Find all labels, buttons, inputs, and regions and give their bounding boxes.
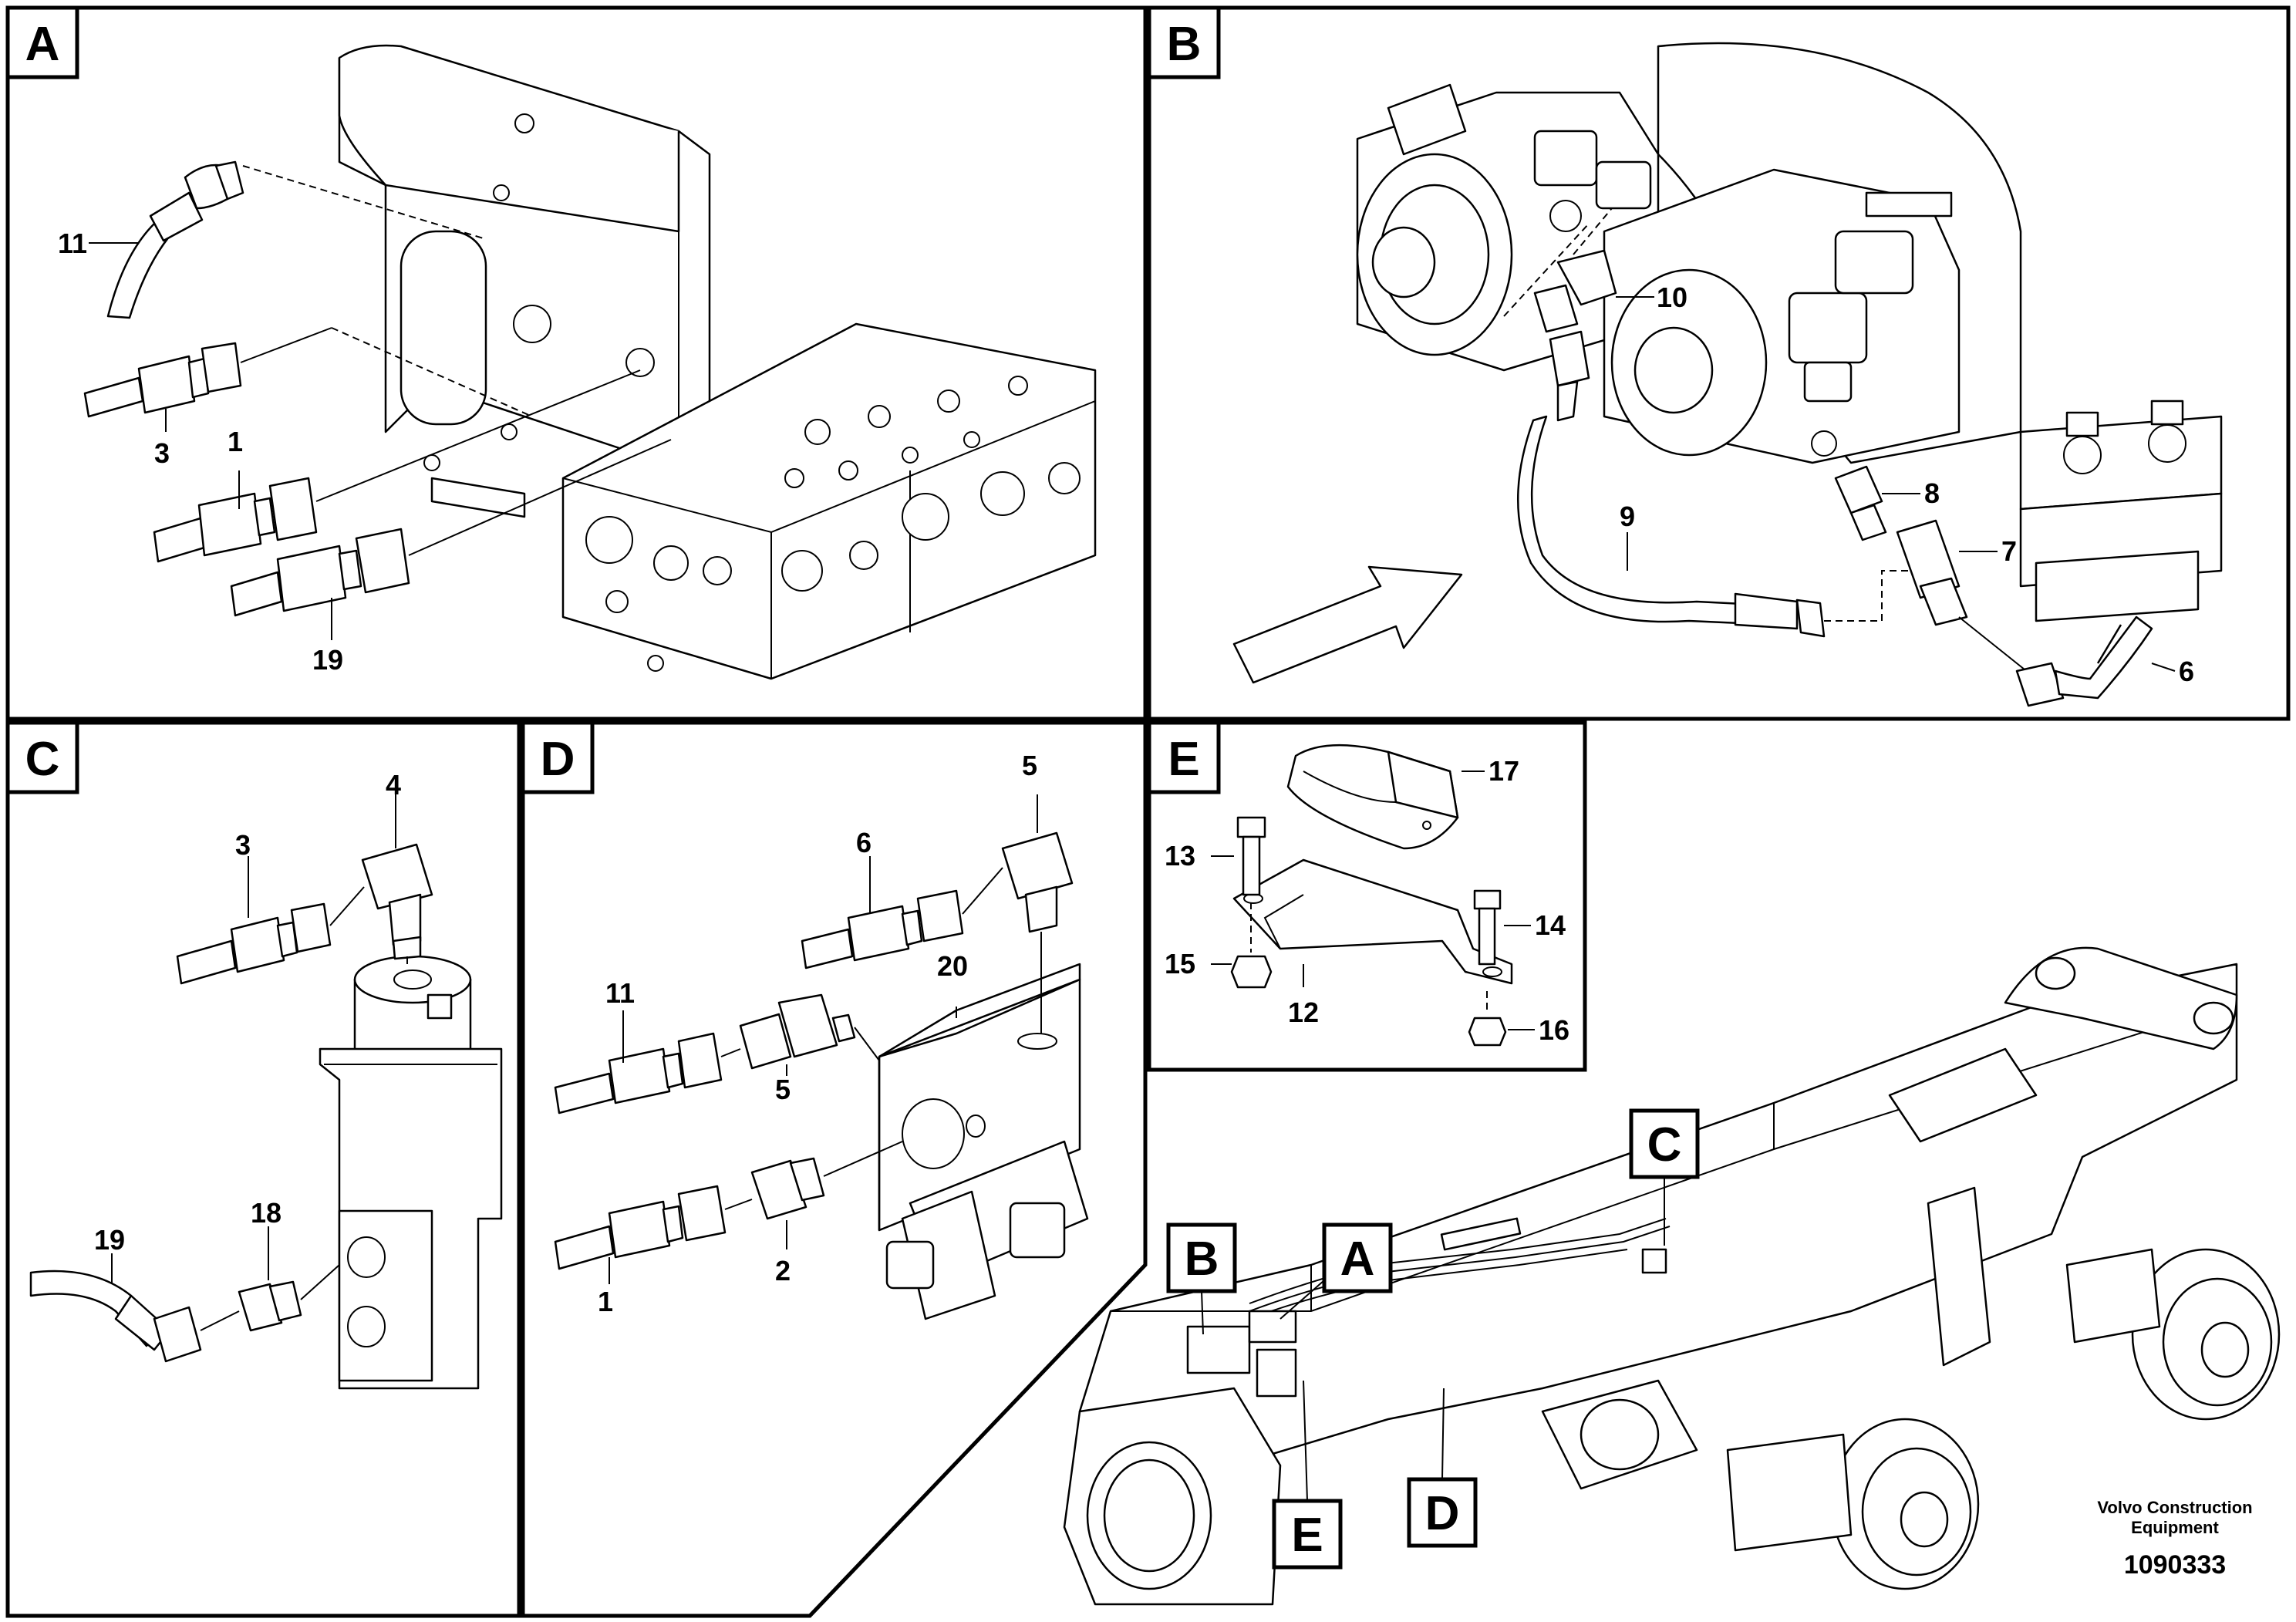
callout-3: 3 bbox=[235, 829, 251, 861]
fitting-8 bbox=[1834, 465, 1920, 541]
document-number: 1090333 bbox=[2124, 1550, 2226, 1580]
fitting-18 bbox=[200, 1226, 340, 1332]
elbow-fitting-4 bbox=[361, 794, 433, 964]
fitting-7 bbox=[1896, 519, 1998, 626]
rear-differential bbox=[1541, 1379, 1698, 1490]
bolt-14 bbox=[1473, 889, 1531, 966]
panel-e-letter: E bbox=[1168, 733, 1199, 786]
svg-text:D: D bbox=[1425, 1487, 1460, 1540]
hose-6-d bbox=[801, 856, 1003, 969]
svg-text:A: A bbox=[1340, 1233, 1375, 1286]
callout-1: 1 bbox=[228, 426, 243, 457]
callout-9: 9 bbox=[1620, 501, 1635, 532]
panel-d-drawing: 5 6 20 11 5 2 1 bbox=[554, 750, 1089, 1320]
nut-16 bbox=[1468, 991, 1535, 1047]
hose-19 bbox=[230, 439, 672, 617]
callout-5-lower: 5 bbox=[775, 1074, 791, 1105]
mounting-block bbox=[2019, 400, 2223, 622]
callout-13: 13 bbox=[1165, 840, 1195, 872]
location-label-b: B bbox=[1166, 1222, 1237, 1335]
panel-a-drawing: 11 3 1 19 bbox=[58, 44, 1097, 680]
location-label-c: C bbox=[1629, 1108, 1700, 1246]
panel-b-badge: B bbox=[1147, 5, 1221, 79]
callout-2: 2 bbox=[775, 1255, 791, 1286]
wheel-hub-rear-right bbox=[2065, 1248, 2281, 1421]
panel-c-frame bbox=[5, 720, 521, 1618]
callout-11: 11 bbox=[58, 228, 87, 259]
callout-3: 3 bbox=[154, 437, 170, 469]
callout-5-upper: 5 bbox=[1022, 750, 1037, 781]
panel-d-letter: D bbox=[541, 733, 575, 786]
hose-1 bbox=[153, 369, 641, 563]
callout-7: 7 bbox=[2001, 535, 2017, 567]
callout-15: 15 bbox=[1165, 948, 1195, 980]
panel-a-badge: A bbox=[5, 5, 79, 79]
wheel-hub-rear-left bbox=[1726, 1418, 1980, 1590]
brand-line-2: Equipment bbox=[2131, 1518, 2219, 1537]
panel-b-drawing: 10 8 7 9 6 bbox=[1232, 42, 2223, 707]
callout-10: 10 bbox=[1657, 282, 1687, 313]
location-label-d: D bbox=[1407, 1388, 1478, 1548]
bracket bbox=[338, 44, 711, 518]
footer: Volvo Construction Equipment 1090333 bbox=[2097, 1498, 2252, 1580]
valve-block bbox=[561, 322, 1097, 680]
panel-e-badge: E bbox=[1147, 720, 1221, 794]
fitting-10 bbox=[1503, 207, 1643, 333]
callout-16: 16 bbox=[1539, 1014, 1569, 1046]
brand-line-1: Volvo Construction bbox=[2097, 1498, 2252, 1517]
callout-11: 11 bbox=[605, 977, 635, 1009]
callout-17: 17 bbox=[1489, 755, 1519, 787]
panel-e-drawing: 17 13 14 15 12 16 bbox=[1165, 744, 1569, 1047]
hose-19-c bbox=[29, 1253, 202, 1363]
callout-19: 19 bbox=[94, 1224, 125, 1256]
location-label-e: E bbox=[1272, 1380, 1343, 1570]
panel-a-letter: A bbox=[25, 18, 60, 71]
hose-1-d bbox=[554, 1185, 753, 1284]
callout-20: 20 bbox=[937, 950, 968, 982]
callout-14: 14 bbox=[1535, 909, 1566, 941]
hose-6 bbox=[1958, 615, 2176, 707]
svg-text:E: E bbox=[1291, 1509, 1323, 1562]
panel-d-frame bbox=[521, 720, 1148, 1618]
callout-18: 18 bbox=[251, 1197, 282, 1229]
panel-b-letter: B bbox=[1167, 18, 1202, 71]
hose-11-d bbox=[554, 1010, 723, 1114]
elbow-fitting-5-lower bbox=[720, 993, 880, 1076]
brake-caliper-lower bbox=[1603, 168, 1961, 464]
machine-overview: C B A E D bbox=[1063, 946, 2281, 1606]
panel-c-badge: C bbox=[5, 720, 79, 794]
callout-19: 19 bbox=[312, 644, 343, 676]
hose-3-c bbox=[176, 856, 365, 985]
svg-text:B: B bbox=[1185, 1233, 1219, 1286]
nut-15 bbox=[1211, 902, 1273, 989]
panel-d-badge: D bbox=[521, 720, 595, 794]
callout-6: 6 bbox=[856, 827, 872, 858]
callout-12: 12 bbox=[1288, 996, 1319, 1028]
callout-8: 8 bbox=[1924, 477, 1940, 509]
callout-4: 4 bbox=[386, 769, 401, 801]
plate-12 bbox=[1232, 858, 1513, 987]
panel-e-frame bbox=[1147, 720, 1587, 1072]
elbow-fitting-5-upper bbox=[1001, 794, 1074, 1034]
svg-text:C: C bbox=[1647, 1118, 1682, 1172]
cylinder-body bbox=[319, 955, 503, 1390]
hose-9 bbox=[1517, 330, 1920, 638]
callout-1: 1 bbox=[598, 1286, 613, 1317]
panel-c-drawing: 4 3 18 19 bbox=[29, 769, 503, 1390]
panel-b-frame bbox=[1147, 5, 2291, 721]
fitting-2 bbox=[750, 1141, 903, 1249]
hose-11 bbox=[106, 160, 487, 319]
bolt-13 bbox=[1211, 816, 1266, 896]
cover-17 bbox=[1286, 744, 1485, 850]
callout-6: 6 bbox=[2179, 656, 2194, 687]
location-label-a: A bbox=[1279, 1222, 1393, 1320]
forward-direction-arrow bbox=[1232, 565, 1463, 684]
solenoid bbox=[885, 1140, 1089, 1320]
hose-3 bbox=[83, 327, 533, 418]
panel-c-letter: C bbox=[25, 733, 60, 786]
panel-a-frame bbox=[5, 5, 1148, 721]
